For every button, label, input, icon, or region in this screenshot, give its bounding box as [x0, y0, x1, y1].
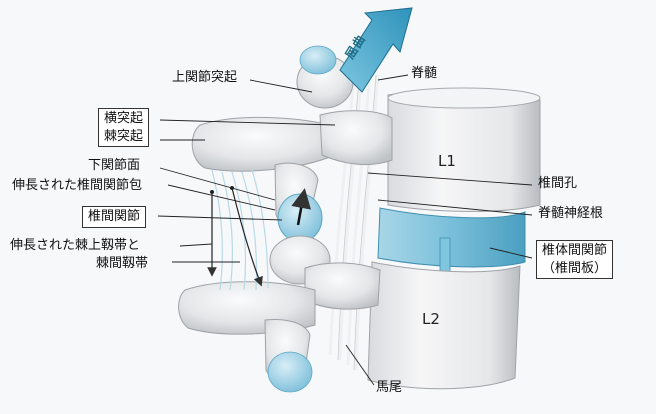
spinal-nerve-root-label: 脊髄神経根 [538, 206, 603, 223]
intervertebral-foramen-label: 椎間孔 [538, 176, 577, 193]
spinal-cord-label: 脊髄 [411, 66, 437, 83]
vertebra-l2-body [368, 262, 520, 389]
stretched-ligaments-label-line1: 伸長された棘上靱帯と [10, 238, 140, 255]
superior-articular-process-label: 上関節突起 [172, 70, 237, 87]
transverse-spinous-process-box: 横突起 棘突起 [98, 108, 149, 147]
inferior-articular-surface-label: 下関節面 [88, 158, 140, 175]
vertebral-body-joint-label: 椎体間関節 [542, 242, 607, 260]
spinous-process-label: 棘突起 [104, 128, 143, 146]
facet-joint-cartilage [278, 194, 322, 242]
intervertebral-joint-box: 椎間関節 [82, 206, 146, 228]
stretched-joint-capsule-label: 伸長された椎間関節包 [12, 178, 142, 195]
vertebral-body-joint-box: 椎体間関節 （椎間板） [536, 240, 613, 279]
vertebra-l2-label: L2 [422, 310, 440, 328]
intervertebral-disc-label: （椎間板） [542, 260, 607, 278]
cauda-equina-label: 馬尾 [376, 380, 402, 397]
intervertebral-joint-label: 椎間関節 [88, 209, 140, 224]
vertebra-l1-label: L1 [438, 152, 456, 170]
vertebra-l1-body [388, 88, 540, 211]
stretched-ligaments-label-line2: 棘間靱帯 [96, 256, 148, 273]
transverse-process-label: 横突起 [104, 110, 143, 128]
